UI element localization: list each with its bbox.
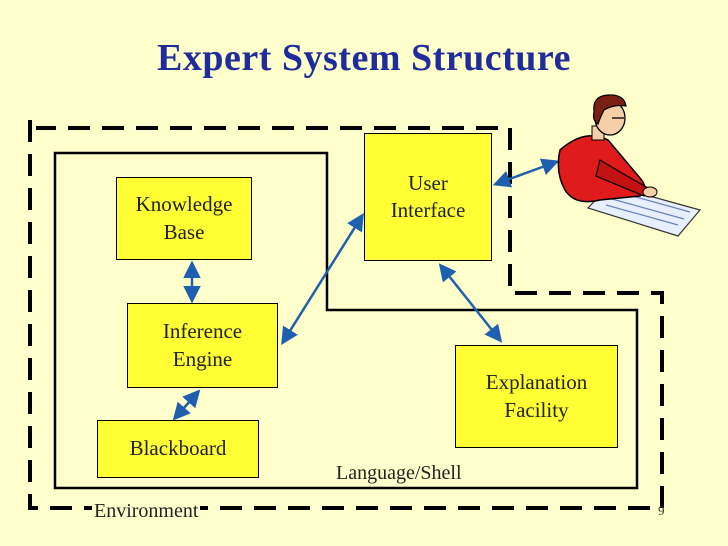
knowledge-base-box: Knowledge Base [116,177,252,260]
inference-engine-box: Inference Engine [127,303,278,388]
arrow-inference-blackboard [172,389,201,421]
arrow-user-userinterface [492,158,560,188]
environment-label: Environment [92,500,201,523]
user-interface-box: User Interface [364,133,492,261]
blackboard-box: Blackboard [97,420,259,478]
language-shell-label: Language/Shell [336,462,462,484]
slide-title: Expert System Structure [157,37,571,79]
arrow-inference-userinterface [281,213,364,345]
language-shell-boundary [53,151,639,490]
environment-boundary [28,120,664,510]
woman-typing-at-keyboard-icon [557,94,702,237]
explanation-facility-box: Explanation Facility [455,345,618,448]
page-number: 9 [658,503,665,518]
arrow-userinterface-explanation [438,263,503,343]
